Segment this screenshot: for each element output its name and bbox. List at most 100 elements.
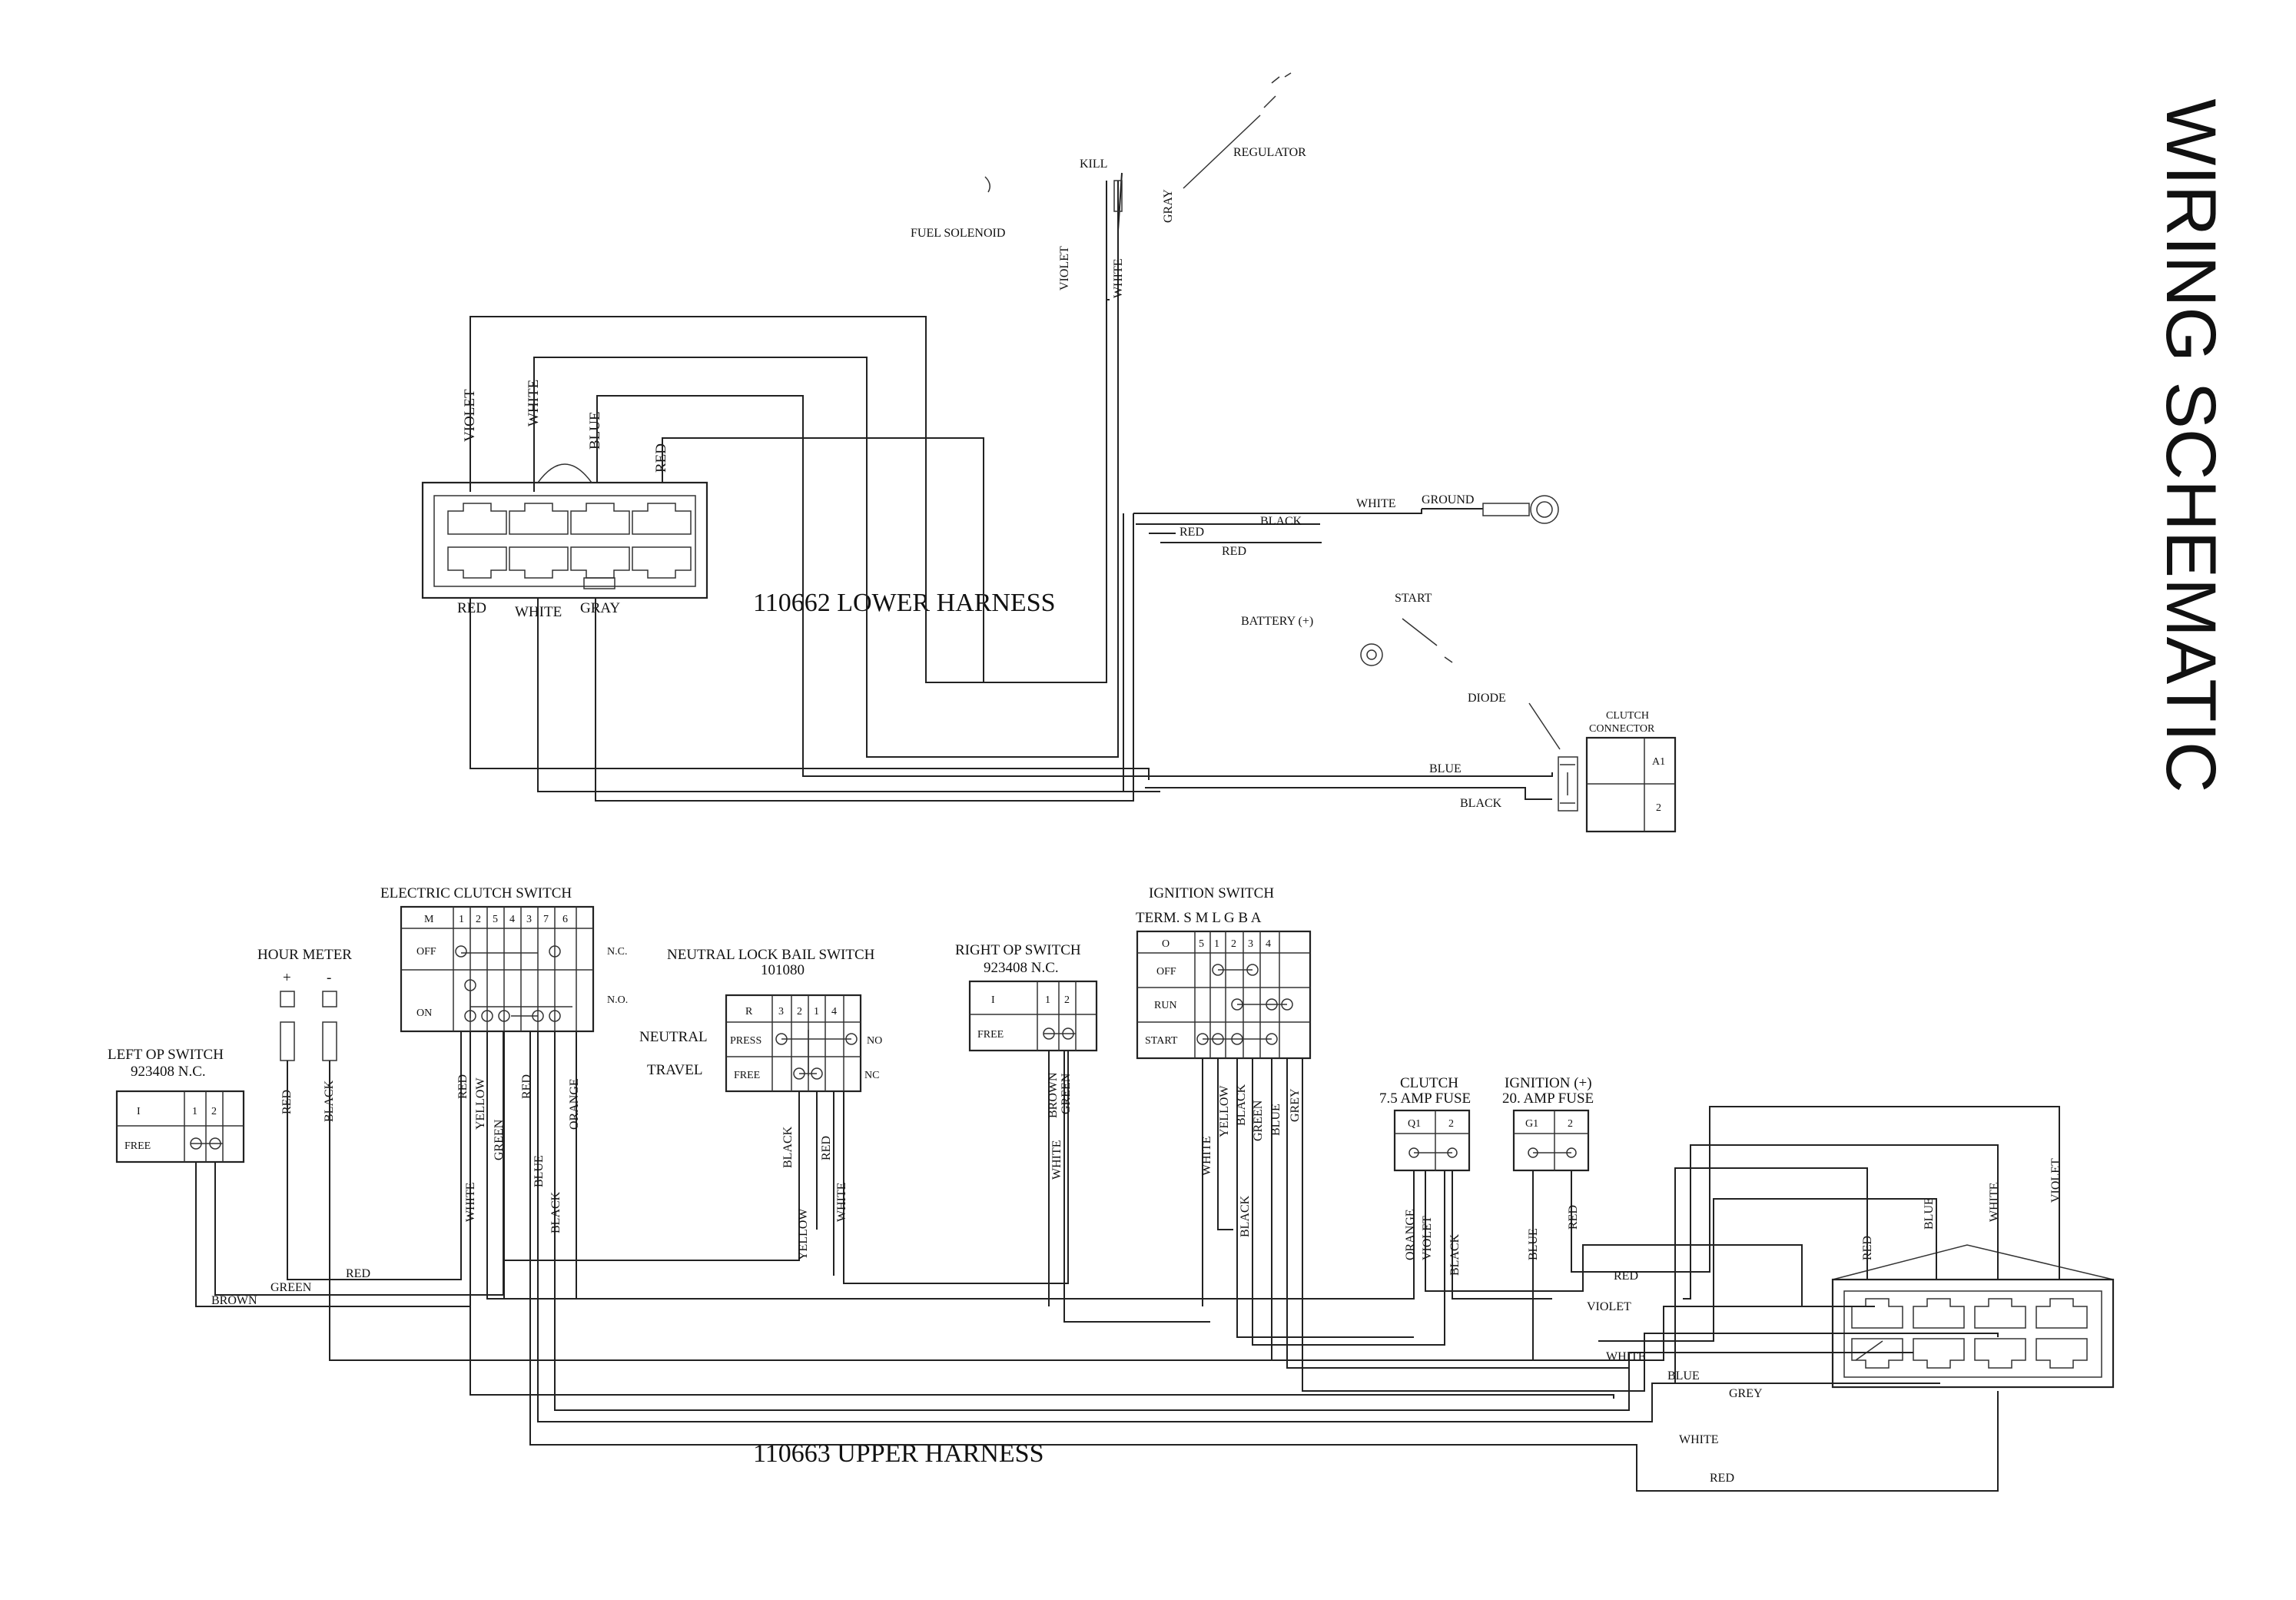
cf-wire-violet: VIOLET: [1421, 1216, 1434, 1260]
battery-label: BATTERY (+): [1241, 615, 1313, 628]
lower-bottom-gray-label: GRAY: [580, 600, 620, 616]
nl-h-1: 1: [814, 1006, 819, 1017]
ecs-row-off: OFF: [416, 946, 436, 958]
engine-white-label: WHITE: [1112, 258, 1125, 298]
ignition-fuse-g1: G1: [1525, 1118, 1538, 1130]
ground-terminal: [1422, 495, 1559, 524]
clutch-pin-a1: A1: [1652, 756, 1665, 768]
ign-wire-black2: BLACK: [1239, 1195, 1252, 1237]
nl-row-press: PRESS: [730, 1035, 761, 1047]
battery-terminal: [1360, 618, 1561, 750]
ground-label: GROUND: [1422, 493, 1474, 506]
uh-white-1: WHITE: [1606, 1350, 1646, 1363]
ecs-h-4: 4: [509, 914, 515, 925]
left-op-h-2: 2: [211, 1106, 217, 1117]
ign-row-start: START: [1145, 1035, 1178, 1047]
hour-meter-title: HOUR METER: [257, 947, 352, 963]
ign-wire-white: WHITE: [1200, 1136, 1213, 1176]
nl-row-free: FREE: [734, 1070, 760, 1081]
ignition-fuse-title1: IGNITION (+): [1505, 1075, 1592, 1091]
neutral-lock-header: R 3 2 1 4: [745, 1006, 837, 1017]
ign-wire-black: BLACK: [1235, 1084, 1248, 1126]
ecs-no: N.O.: [607, 994, 628, 1006]
ign-wire-grey: GREY: [1289, 1088, 1302, 1122]
ignition-switch-title: IGNITION SWITCH: [1149, 885, 1274, 901]
right-op-h-1: 1: [1045, 994, 1050, 1006]
clutch-pin-2: 2: [1656, 802, 1661, 814]
electric-clutch-switch-title: ELECTRIC CLUTCH SWITCH: [380, 885, 572, 901]
clutch-fuse: [1393, 1109, 1471, 1172]
clutch-fuse-2: 2: [1448, 1118, 1454, 1130]
nl-h-4: 4: [831, 1006, 837, 1017]
clutch-fuse-title1: CLUTCH: [1400, 1075, 1458, 1091]
ignition-fuse: [1512, 1109, 1590, 1172]
ign-row-run: RUN: [1154, 1000, 1177, 1011]
uh-violet: VIOLET: [1587, 1300, 1631, 1313]
neutral-lock-part: 101080: [761, 962, 805, 978]
if-wire-blue: BLUE: [1527, 1228, 1540, 1260]
lower-harness-name: 110662 LOWER HARNESS: [753, 589, 1056, 617]
schematic-title: WIRING SCHEMATIC: [2152, 99, 2230, 793]
ground-red1-label: RED: [1180, 526, 1204, 539]
clutch-fuse-title2: 7.5 AMP FUSE: [1379, 1090, 1471, 1107]
ign-wire-yellow: YELLOW: [1218, 1085, 1231, 1137]
ign-h-3: 3: [1248, 938, 1253, 950]
ign-h-1: 1: [1214, 938, 1219, 950]
left-op-h-1: 1: [192, 1106, 197, 1117]
nl-travel: TRAVEL: [647, 1062, 702, 1078]
nl-h-r: R: [745, 1006, 753, 1017]
ecs-h-5: 5: [493, 914, 498, 925]
ignition-switch-term: TERM. S M L G B A: [1136, 910, 1262, 926]
hour-meter-plus: +: [283, 970, 291, 986]
ecs-wire-white: WHITE: [464, 1182, 477, 1222]
nl-wire-red: RED: [820, 1136, 833, 1160]
fuel-solenoid-label: FUEL SOLENOID: [911, 227, 1005, 240]
ignition-fuse-title2: 20. AMP FUSE: [1502, 1090, 1594, 1107]
ecs-wire-red2: RED: [520, 1074, 533, 1099]
ignition-fuse-2: 2: [1568, 1118, 1573, 1130]
if-wire-red: RED: [1567, 1205, 1580, 1230]
lower-harness-connector: [421, 463, 708, 599]
upper-harness-name: 110663 UPPER HARNESS: [753, 1439, 1043, 1468]
left-op-switch-part: 923408 N.C.: [131, 1064, 206, 1080]
uh-red-2: RED: [1614, 1270, 1638, 1283]
clutch-fuse-q1: Q1: [1408, 1118, 1421, 1130]
ecs-wire-blue: BLUE: [533, 1155, 546, 1187]
ign-h-o: O: [1162, 938, 1170, 950]
ign-row-off: OFF: [1156, 966, 1176, 978]
electric-clutch-switch: [400, 905, 595, 1033]
engine-violet-label: VIOLET: [1058, 246, 1071, 290]
ecs-wire-orange: ORANGE: [568, 1078, 581, 1130]
start-label: START: [1395, 592, 1432, 605]
ignition-header: O 5 1 2 3 4: [1162, 938, 1271, 950]
ground-white-label: WHITE: [1356, 497, 1396, 510]
nl-h-3: 3: [778, 1006, 784, 1017]
ecs-h-6: 6: [562, 914, 568, 925]
kill-label: KILL: [1080, 158, 1107, 171]
right-op-h-i: I: [991, 994, 995, 1006]
ecs-h-m: M: [424, 914, 434, 925]
nl-h-2: 2: [797, 1006, 802, 1017]
ground-black-label: BLACK: [1260, 515, 1302, 528]
nl-wire-yellow: YELLOW: [797, 1208, 810, 1260]
nl-neutral: NEUTRAL: [639, 1029, 708, 1045]
cf-wire-orange: ORANGE: [1404, 1209, 1417, 1260]
hour-meter-minus: -: [327, 970, 331, 986]
neutral-lock-bail-switch: [725, 994, 862, 1093]
clutch-blue-label: BLUE: [1429, 762, 1462, 775]
upper-harness-wires: [195, 1031, 2060, 1492]
ignition-switch: [1136, 930, 1312, 1060]
regulator-label: REGULATOR: [1233, 146, 1306, 159]
rop-wire-brown: BROWN: [1047, 1072, 1060, 1118]
uh-red-1: RED: [346, 1267, 370, 1280]
rop-wire-green: GREEN: [1060, 1073, 1073, 1114]
uh-brown: BROWN: [211, 1294, 257, 1307]
ecs-wire-green: GREEN: [493, 1119, 506, 1160]
left-op-h-i: I: [137, 1106, 141, 1117]
upper-harness-connector: [1831, 1244, 2115, 1389]
clutch-connector-title1: CLUTCH: [1606, 710, 1649, 722]
ign-wire-blue: BLUE: [1269, 1104, 1282, 1136]
lower-wire-red-label: RED: [653, 443, 669, 473]
lower-wire-blue-label: BLUE: [587, 411, 603, 450]
